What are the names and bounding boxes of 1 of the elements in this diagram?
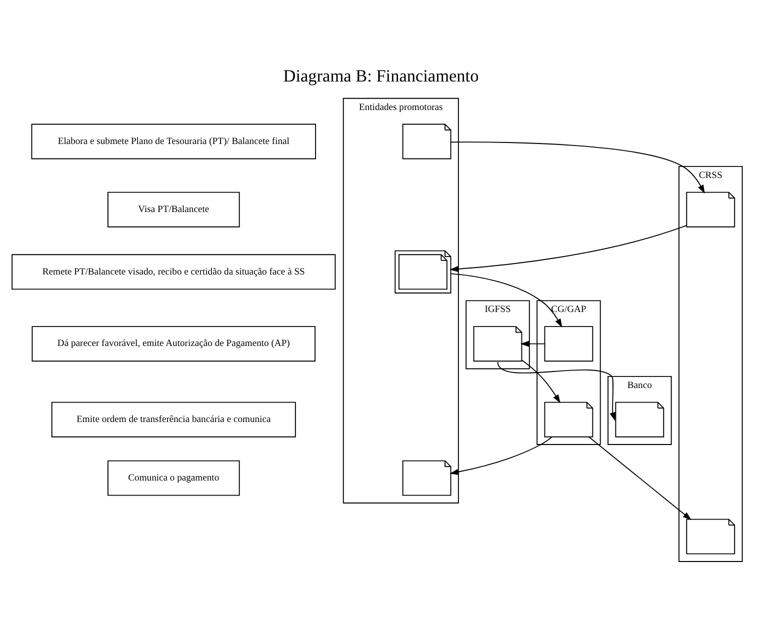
diagram-title: Diagrama B: Financiamento <box>283 66 479 85</box>
